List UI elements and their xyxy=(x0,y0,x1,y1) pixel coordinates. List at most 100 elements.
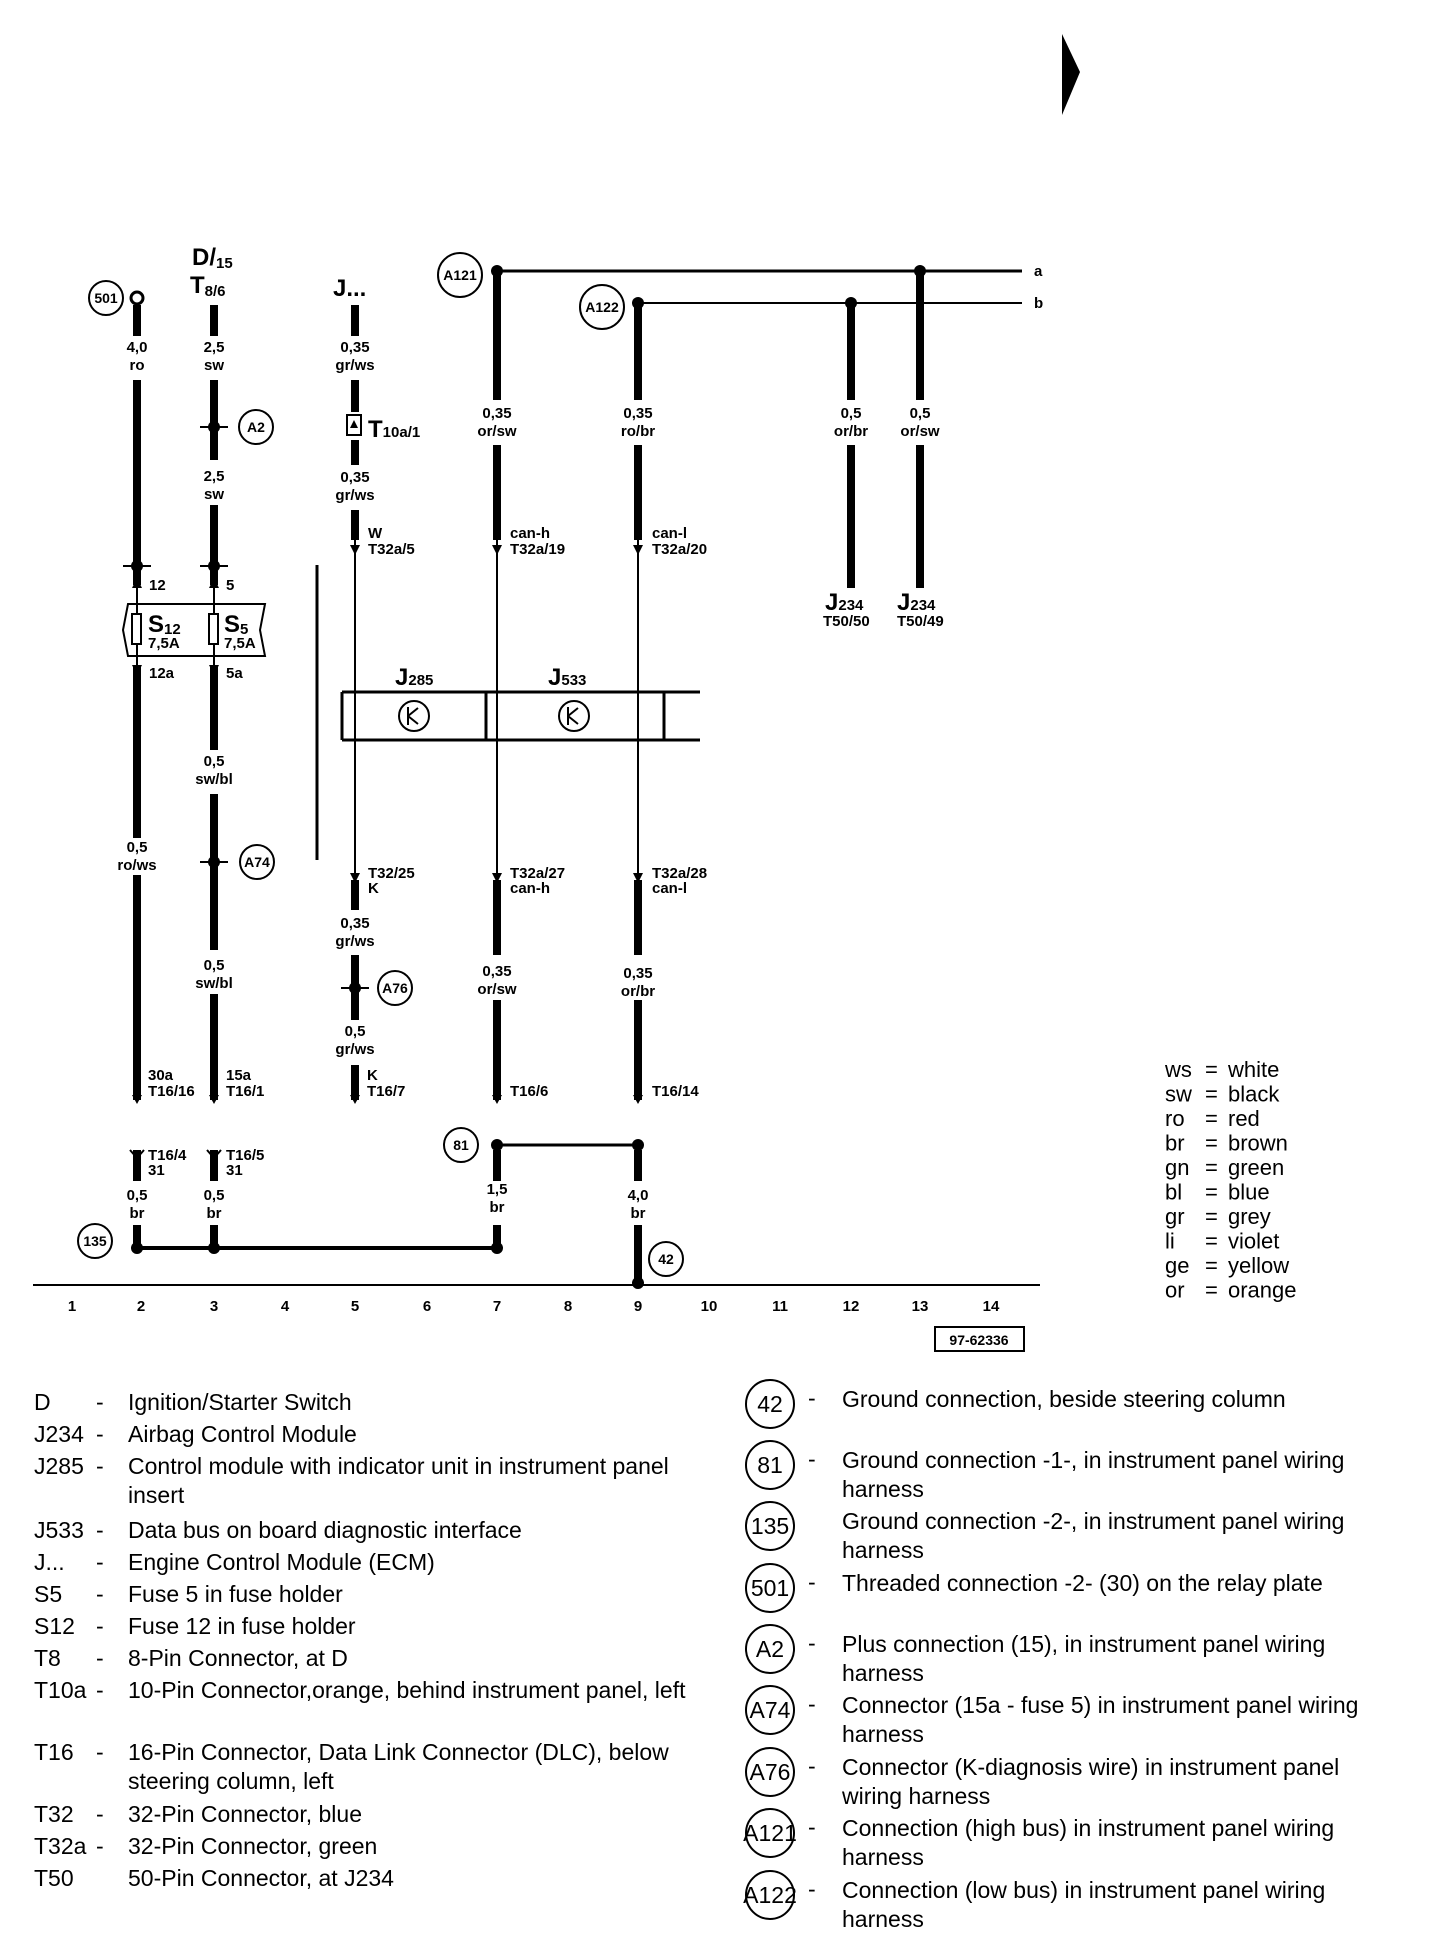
color-code: or xyxy=(1165,1278,1185,1303)
component-description: Engine Control Module (ECM) xyxy=(128,1549,435,1575)
svg-text:A2: A2 xyxy=(247,419,265,435)
svg-text:sw/bl: sw/bl xyxy=(195,975,233,992)
fuse-s12-icon xyxy=(131,613,142,645)
component-code: S12 xyxy=(34,1613,75,1639)
svg-text:14: 14 xyxy=(983,1298,1000,1315)
svg-text:135: 135 xyxy=(83,1233,107,1249)
connection-dash: - xyxy=(808,1446,816,1472)
svg-text:br: br xyxy=(130,1205,145,1222)
svg-text:13: 13 xyxy=(912,1298,929,1315)
component-dash: - xyxy=(96,1739,104,1765)
svg-text:11: 11 xyxy=(772,1298,788,1315)
connection-description: Connector (K-diagnosis wire) in instrume… xyxy=(842,1754,1340,1809)
ignition-switch-label: D/15 xyxy=(192,244,233,272)
component-code: S5 xyxy=(34,1581,63,1607)
connection-code-circle: A2 xyxy=(745,1624,795,1674)
marker-a74: A74 xyxy=(239,844,275,880)
connection-code-circle: 501 xyxy=(745,1563,795,1613)
svg-text:T32a/28: T32a/28 xyxy=(652,865,707,882)
svg-text:2: 2 xyxy=(137,1298,145,1315)
connection-code-circle: A121 xyxy=(743,1808,797,1858)
pin-labels: W T32a/5 can-h T32a/19 can-l T32a/20 J23… xyxy=(148,525,944,1179)
color-name: brown xyxy=(1228,1131,1288,1156)
terminal-501-ring xyxy=(129,290,145,306)
color-code: gn xyxy=(1165,1155,1189,1180)
marker-a76: A76 xyxy=(377,970,413,1006)
svg-text:can-l: can-l xyxy=(652,525,687,542)
connection-description: Plus connection (15), in instrument pane… xyxy=(842,1631,1326,1686)
svg-text:T16/14: T16/14 xyxy=(652,1083,699,1100)
svg-text:42: 42 xyxy=(658,1251,674,1267)
component-dash: - xyxy=(96,1645,104,1671)
svg-text:0,35: 0,35 xyxy=(340,469,369,486)
component-description: Fuse 12 in fuse holder xyxy=(128,1613,356,1639)
bus-label-b: b xyxy=(1034,295,1043,312)
svg-text:501: 501 xyxy=(94,290,118,306)
svg-text:5: 5 xyxy=(351,1298,359,1315)
component-code: T10a xyxy=(34,1677,87,1703)
component-description: 10-Pin Connector,orange, behind instrume… xyxy=(128,1677,686,1703)
ground-forks xyxy=(129,1149,222,1160)
component-description: 32-Pin Connector, green xyxy=(128,1833,378,1859)
svg-text:K: K xyxy=(368,880,379,897)
component-code: T32a xyxy=(34,1833,87,1859)
color-name: violet xyxy=(1228,1229,1279,1254)
color-equals: = xyxy=(1205,1253,1218,1278)
component-description: 16-Pin Connector, Data Link Connector (D… xyxy=(128,1739,669,1794)
svg-text:0,5: 0,5 xyxy=(345,1023,366,1040)
svg-text:31: 31 xyxy=(148,1162,165,1179)
component-dash: - xyxy=(96,1581,104,1607)
svg-text:or/sw: or/sw xyxy=(477,981,517,998)
svg-text:gr/ws: gr/ws xyxy=(335,1041,374,1058)
svg-text:T16/5: T16/5 xyxy=(226,1147,264,1164)
color-equals: = xyxy=(1205,1278,1218,1303)
fuse-s5-pin-in: 5 xyxy=(226,577,234,594)
svg-text:T32a/5: T32a/5 xyxy=(368,541,415,558)
connection-dash: - xyxy=(808,1753,816,1779)
fuse-s12-pin-in: 12 xyxy=(149,577,166,594)
svg-text:12: 12 xyxy=(843,1298,860,1315)
color-name: black xyxy=(1228,1082,1280,1107)
color-code: ro xyxy=(1165,1106,1185,1131)
svg-text:T16/1: T16/1 xyxy=(226,1083,264,1100)
next-page-arrow-icon[interactable] xyxy=(1062,34,1080,115)
connection-dash: - xyxy=(808,1569,816,1595)
connection-dash: - xyxy=(808,1876,816,1902)
component-dash: - xyxy=(96,1801,104,1827)
svg-text:0,35: 0,35 xyxy=(482,963,511,980)
j285-label: J285 xyxy=(395,664,433,691)
svg-text:3: 3 xyxy=(210,1298,218,1315)
connection-description: Connection (high bus) in instrument pane… xyxy=(842,1815,1335,1870)
color-code: bl xyxy=(1165,1180,1182,1205)
color-name: blue xyxy=(1228,1180,1270,1205)
component-description: 8-Pin Connector, at D xyxy=(128,1645,348,1671)
svg-text:br: br xyxy=(631,1205,646,1222)
svg-text:0,35: 0,35 xyxy=(482,405,511,422)
color-code: ge xyxy=(1165,1253,1189,1278)
component-code: D xyxy=(34,1389,51,1415)
svg-text:4,0: 4,0 xyxy=(127,339,148,356)
component-code: J533 xyxy=(34,1517,84,1543)
color-name: yellow xyxy=(1228,1253,1289,1278)
svg-text:81: 81 xyxy=(453,1137,469,1153)
svg-text:br: br xyxy=(207,1205,222,1222)
fuse-s5-label: S5 xyxy=(224,611,248,638)
reference-code: 97-62336 xyxy=(949,1332,1008,1348)
control-module-box xyxy=(340,690,700,742)
component-code: T8 xyxy=(34,1645,61,1671)
component-description: Ignition/Starter Switch xyxy=(128,1389,352,1415)
fuse-s12-amp: 7,5A xyxy=(148,635,180,652)
svg-text:T16/4: T16/4 xyxy=(148,1147,187,1164)
connection-code-circle: A74 xyxy=(745,1685,795,1735)
j533-label: J533 xyxy=(548,664,586,691)
svg-text:1,5: 1,5 xyxy=(487,1181,508,1198)
svg-text:T32a/19: T32a/19 xyxy=(510,541,565,558)
color-equals: = xyxy=(1205,1204,1218,1229)
svg-text:W: W xyxy=(368,525,383,542)
junction-ticks xyxy=(123,426,369,989)
svg-text:8: 8 xyxy=(564,1298,572,1315)
svg-text:J234: J234 xyxy=(825,589,864,616)
wire-segments xyxy=(133,271,924,1283)
svg-text:2,5: 2,5 xyxy=(204,468,225,485)
connection-dash: - xyxy=(808,1385,816,1411)
